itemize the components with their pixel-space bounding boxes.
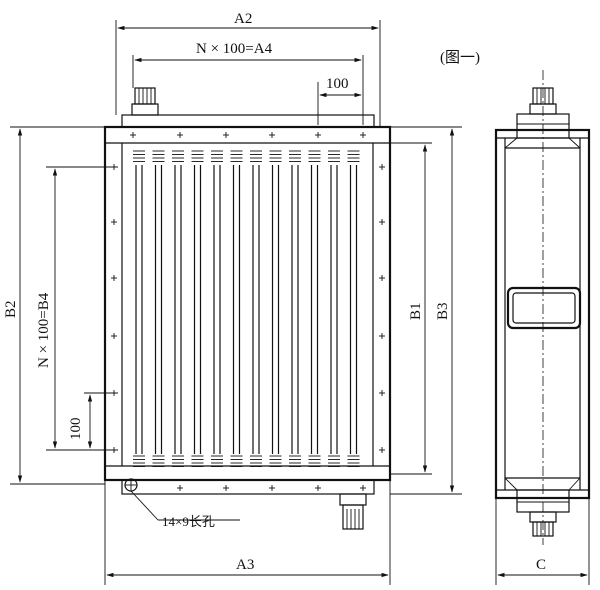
tube bbox=[172, 150, 184, 467]
mounting-hole bbox=[379, 447, 385, 453]
tube bbox=[133, 150, 145, 467]
mounting-hole bbox=[177, 132, 183, 138]
dim-pitch-left-label: 100 bbox=[68, 418, 84, 441]
mounting-hole bbox=[379, 275, 385, 281]
tube bbox=[230, 150, 243, 467]
mounting-holes bbox=[111, 132, 385, 491]
tube bbox=[191, 150, 204, 467]
tube bbox=[269, 150, 282, 467]
mounting-hole bbox=[177, 485, 183, 491]
mounting-hole bbox=[379, 390, 385, 396]
side-window bbox=[506, 286, 582, 330]
tube bbox=[152, 150, 165, 467]
tube bbox=[211, 150, 223, 467]
slot-hole-leader bbox=[130, 490, 159, 521]
tube bbox=[347, 150, 360, 467]
mounting-hole bbox=[130, 132, 136, 138]
dim-pitch-top-label: 100 bbox=[326, 76, 349, 92]
slot-hole-note: 14×9长孔 bbox=[162, 514, 215, 529]
dim-b3-label: B3 bbox=[435, 302, 451, 320]
top-header-box bbox=[121, 114, 375, 128]
figure-label: (图一) bbox=[440, 49, 480, 66]
tube bbox=[328, 150, 340, 467]
outer-frame bbox=[103, 125, 392, 482]
mounting-hole bbox=[111, 275, 117, 281]
dim-b1-label: B1 bbox=[408, 302, 424, 320]
mounting-hole bbox=[379, 164, 385, 170]
front-view: 14×9长孔 bbox=[103, 87, 392, 530]
mounting-hole bbox=[379, 219, 385, 225]
tube bbox=[308, 150, 321, 467]
mounting-hole bbox=[379, 333, 385, 339]
side-body bbox=[494, 128, 591, 500]
mounting-hole bbox=[111, 333, 117, 339]
dim-a4-label: N × 100=A4 bbox=[196, 41, 273, 57]
mounting-hole bbox=[360, 485, 366, 491]
tube bbox=[289, 150, 301, 467]
bottom-header-box bbox=[121, 479, 375, 495]
dim-c-label: C bbox=[536, 557, 546, 573]
finned-tubes bbox=[133, 150, 360, 467]
dim-a2-label: A2 bbox=[234, 11, 252, 27]
mounting-hole bbox=[360, 132, 366, 138]
front-dimensions: A2 N × 100=A4 100 B2 N × 100=B4 100 B1 bbox=[3, 11, 462, 585]
mounting-hole bbox=[223, 485, 229, 491]
dim-b4-label: N × 100=B4 bbox=[36, 292, 52, 368]
mounting-hole bbox=[223, 132, 229, 138]
side-view: (图一) bbox=[440, 49, 591, 585]
mounting-hole bbox=[111, 219, 117, 225]
top-inlet-pipe bbox=[131, 87, 159, 116]
mounting-hole bbox=[269, 485, 275, 491]
dim-b2-label: B2 bbox=[3, 300, 19, 318]
tube bbox=[250, 150, 262, 467]
mounting-hole bbox=[269, 132, 275, 138]
mounting-hole bbox=[315, 485, 321, 491]
bottom-outlet-pipe bbox=[339, 493, 367, 530]
mounting-hole bbox=[315, 132, 321, 138]
dim-a3-label: A3 bbox=[236, 557, 254, 573]
